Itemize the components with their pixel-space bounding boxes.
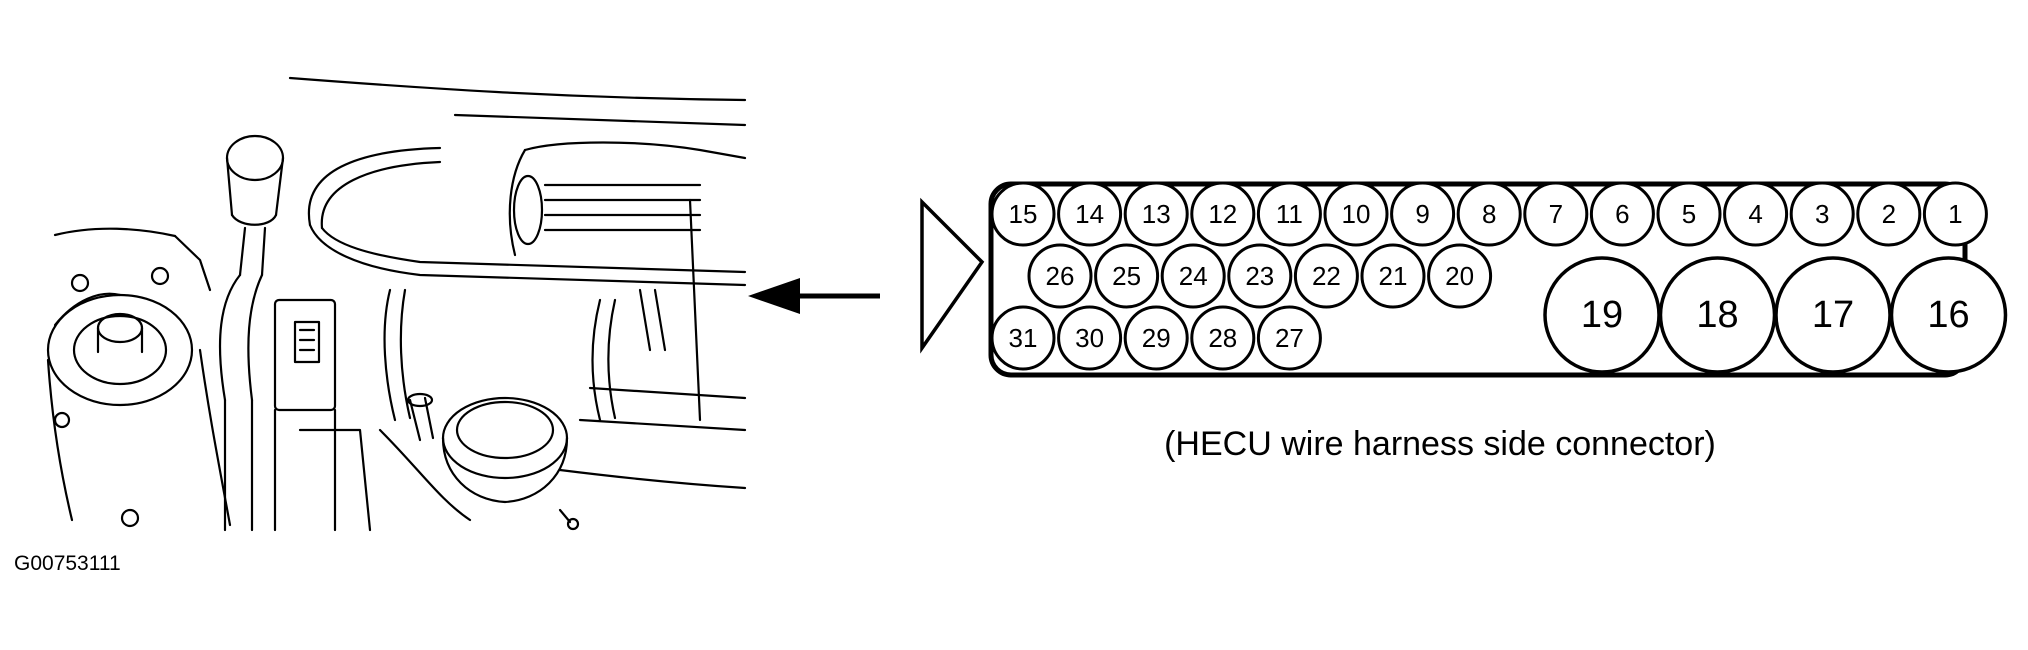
pin-25-circle [1094,243,1160,309]
pin-21-label: 21 [1379,261,1408,291]
pin-17-label: 17 [1812,294,1854,336]
pin-27-circle [1256,305,1322,371]
pin-28-label: 28 [1208,323,1237,353]
pin-15-circle [990,181,1056,247]
pin-6-label: 6 [1615,199,1629,229]
pin-20-label: 20 [1445,261,1474,291]
pin-29-circle [1123,305,1189,371]
pin-22-label: 22 [1312,261,1341,291]
pin-13-circle [1123,181,1189,247]
pin-27-label: 27 [1275,323,1304,353]
pin-24-label: 24 [1179,261,1208,291]
pin-23-circle [1227,243,1293,309]
pin-11-label: 11 [1276,199,1303,229]
pin-26-circle [1027,243,1093,309]
pin-30-circle [1057,305,1123,371]
pin-9-label: 9 [1415,199,1429,229]
connector-caption: (HECU wire harness side connector) [1164,425,1716,463]
pin-2-label: 2 [1882,199,1896,229]
pin-22-circle [1293,243,1359,309]
pin-11-circle [1256,181,1322,247]
pin-5-label: 5 [1682,199,1696,229]
pin-1-label: 1 [1948,199,1962,229]
pin-6-circle [1589,181,1655,247]
pin-8-label: 8 [1482,199,1496,229]
pin-14-label: 14 [1075,199,1104,229]
pin-2-circle [1856,181,1922,247]
pin-16-label: 16 [1927,294,1969,336]
pin-28-circle [1190,305,1256,371]
pointer-arrow [748,278,880,314]
pin-24-circle [1160,243,1226,309]
pin-10-label: 10 [1342,199,1371,229]
pin-16-circle [1889,256,2008,374]
pin-9-circle [1390,181,1456,247]
pin-8-circle [1456,181,1522,247]
pin-21-circle [1360,243,1426,309]
pin-13-label: 13 [1142,199,1171,229]
pin-29-label: 29 [1142,323,1171,353]
pin-4-circle [1723,181,1789,247]
figure-id: G00753111 [14,552,121,575]
pin-31-circle [990,305,1056,371]
pin-5-circle [1656,181,1722,247]
pin-1-circle [1922,181,1988,247]
pin-20-circle [1427,243,1493,309]
pin-7-circle [1523,181,1589,247]
pin-14-circle [1057,181,1123,247]
pin-4-label: 4 [1748,199,1762,229]
pin-26-label: 26 [1046,261,1075,291]
pin-19-label: 19 [1581,294,1623,336]
pin-30-label: 30 [1075,323,1104,353]
pin-3-label: 3 [1815,199,1829,229]
pin-12-label: 12 [1208,199,1237,229]
pin-12-circle [1190,181,1256,247]
pin-3-circle [1789,181,1855,247]
pin-7-label: 7 [1549,199,1563,229]
pin-15-label: 15 [1009,199,1038,229]
pin-10-circle [1323,181,1389,247]
engine-bay-illustration [46,76,747,532]
pin-23-label: 23 [1245,261,1274,291]
pin-31-label: 31 [1009,323,1038,353]
pin-18-label: 18 [1696,294,1738,336]
pin-25-label: 25 [1112,261,1141,291]
